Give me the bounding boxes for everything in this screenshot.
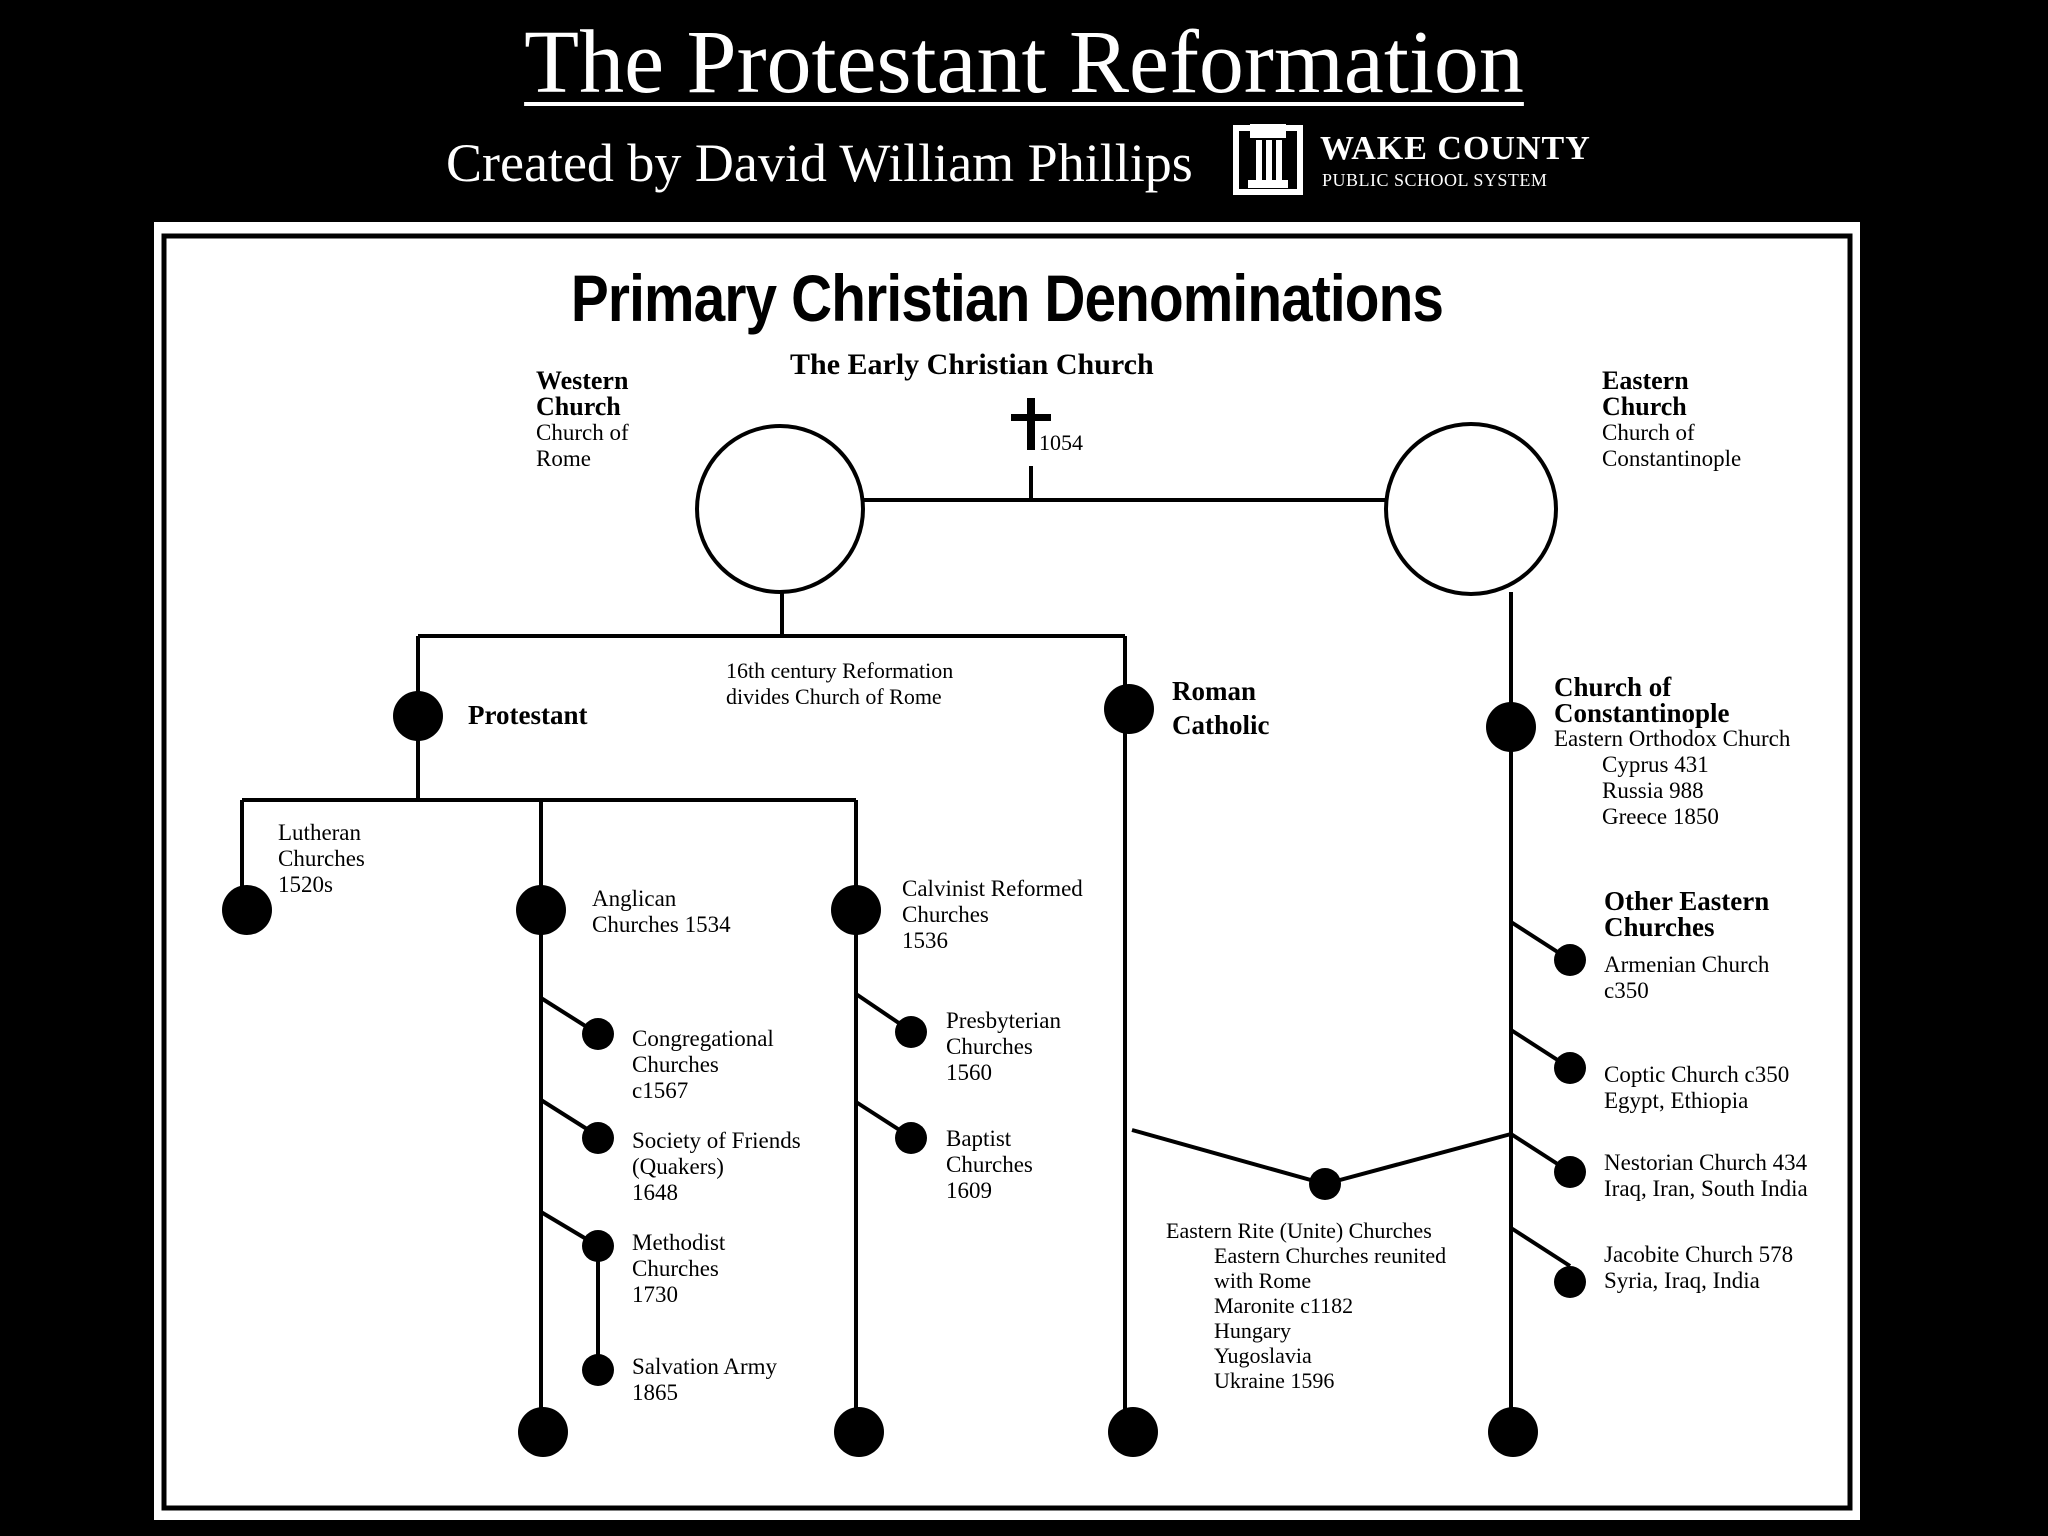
- early-church-label: The Early Christian Church: [790, 348, 1154, 381]
- congregational-label: Congregational Churches c1567: [632, 1026, 774, 1103]
- credit-text: Created by David William Phillips: [446, 133, 1193, 193]
- presbyterian-label: Presbyterian Churches 1560: [946, 1008, 1061, 1085]
- protestant-label: Protestant: [468, 700, 588, 730]
- salvation-army-label: Salvation Army 1865: [632, 1354, 778, 1405]
- baptist-label: Baptist Churches 1609: [946, 1126, 1033, 1203]
- denominations-diagram: Primary Christian Denominations The Earl…: [154, 222, 1860, 1520]
- logo-line1: WAKE COUNTY: [1320, 130, 1591, 167]
- jacobite-label: Jacobite Church 578 Syria, Iraq, India: [1604, 1242, 1794, 1293]
- anglican-label: Anglican Churches 1534: [592, 886, 731, 937]
- methodist-label: Methodist Churches 1730: [632, 1230, 726, 1307]
- schism-year: 1054: [1039, 430, 1083, 455]
- page-title: The Protestant Reformation: [524, 13, 1524, 112]
- armenian-label: Armenian Church c350: [1604, 952, 1770, 1003]
- calvinist-label: Calvinist Reformed Churches 1536: [902, 876, 1083, 953]
- eastern-church-label: Eastern Church Church of Constantinople: [1602, 366, 1742, 472]
- lutheran-label: Lutheran Churches 1520s: [278, 820, 365, 897]
- nestorian-label: Nestorian Church 434 Iraq, Iran, South I…: [1604, 1150, 1808, 1201]
- school-building-icon: [1233, 124, 1303, 195]
- other-eastern-label: Other Eastern Churches: [1604, 886, 1770, 942]
- logo-line2: PUBLIC SCHOOL SYSTEM: [1322, 170, 1548, 190]
- diagram-lines: [161, 233, 1853, 1511]
- western-church-label: Western Church Church of Rome: [536, 366, 629, 472]
- reformation-note: 16th century Reformation divides Church …: [726, 658, 954, 709]
- constantinople-label: Church of Constantinople Eastern Orthodo…: [1554, 672, 1791, 830]
- diagram-title: Primary Christian Denominations: [570, 261, 1444, 335]
- school-logo: WAKE COUNTY PUBLIC SCHOOL SYSTEM: [1228, 120, 1590, 200]
- roman-catholic-label: Roman Catholic: [1172, 676, 1270, 740]
- coptic-label: Coptic Church c350 Egypt, Ethiopia: [1604, 1062, 1790, 1113]
- eastern-rite-label: Eastern Rite (Unite) Churches Eastern Ch…: [1166, 1218, 1447, 1393]
- friends-label: Society of Friends (Quakers) 1648: [632, 1128, 801, 1205]
